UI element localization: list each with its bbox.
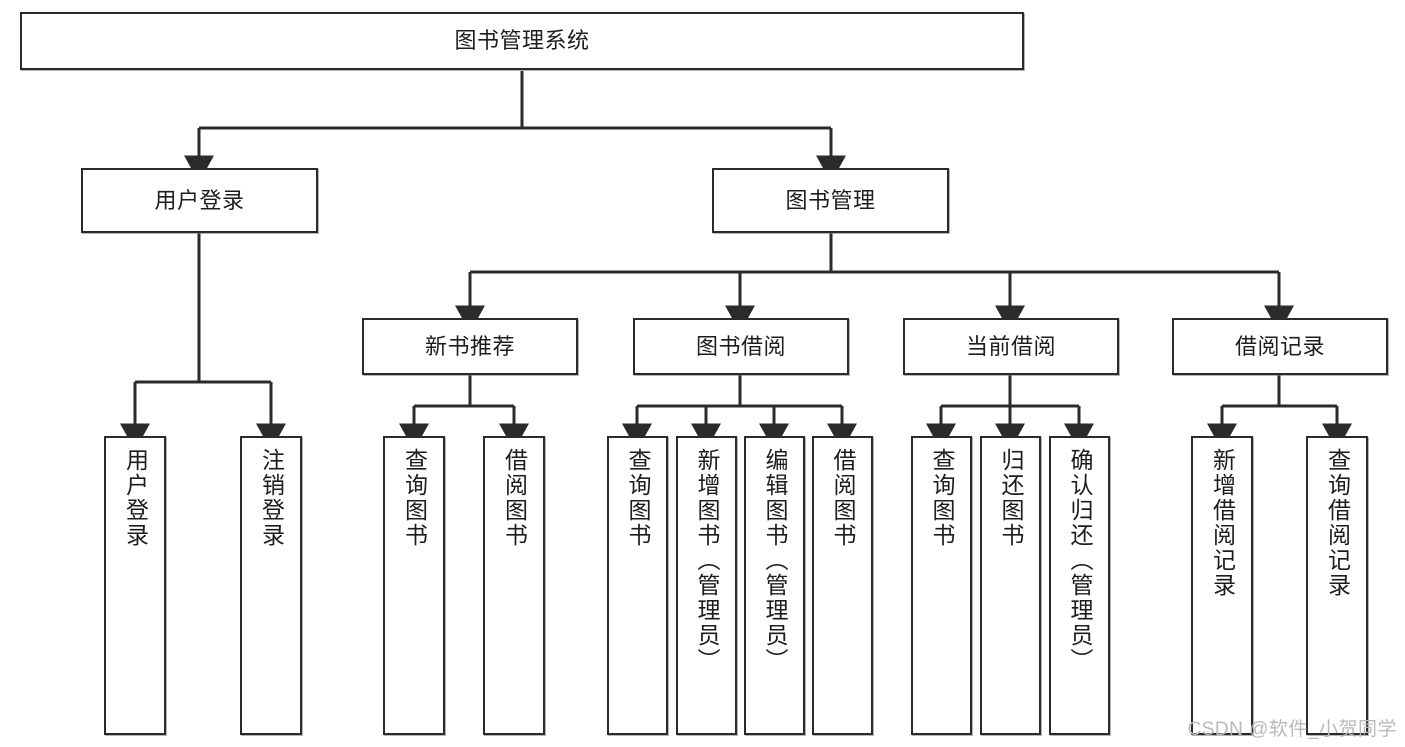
node-borrow-record[interactable]: 借阅记录	[1172, 318, 1388, 375]
node-label: 用户登录	[122, 448, 149, 548]
node-leaf-add-book[interactable]: 新增图书（管理员）	[676, 436, 737, 735]
node-label: 查询图书	[929, 448, 955, 548]
node-book-management[interactable]: 图书管理	[712, 168, 949, 233]
node-label: 查询图书	[625, 448, 651, 548]
watermark-text: CSDN @软件_小贺同学	[1187, 719, 1397, 740]
node-label: 确认归还（管理员）	[1067, 448, 1093, 673]
node-label: 查询图书	[401, 448, 428, 548]
node-leaf-borrow-book-1[interactable]: 借阅图书	[483, 436, 545, 735]
node-leaf-query-borrow-record[interactable]: 查询借阅记录	[1306, 436, 1368, 735]
node-label: 借阅记录	[1234, 333, 1325, 359]
node-leaf-query-book-3[interactable]: 查询图书	[911, 436, 972, 735]
node-current-borrow[interactable]: 当前借阅	[903, 318, 1119, 375]
node-leaf-user-login[interactable]: 用户登录	[104, 436, 166, 735]
node-leaf-return-book[interactable]: 归还图书	[980, 436, 1041, 735]
node-label: 图书管理系统	[454, 28, 590, 54]
node-user-login[interactable]: 用户登录	[81, 168, 318, 233]
node-label: 用户登录	[154, 187, 245, 213]
node-label: 借阅图书	[830, 448, 856, 548]
node-leaf-confirm-return[interactable]: 确认归还（管理员）	[1049, 436, 1110, 735]
node-label: 新增图书（管理员）	[694, 448, 720, 673]
node-label: 归还图书	[998, 448, 1024, 548]
node-leaf-query-book-1[interactable]: 查询图书	[383, 436, 445, 735]
node-label: 新书推荐	[424, 333, 515, 359]
node-leaf-edit-book[interactable]: 编辑图书（管理员）	[744, 436, 805, 735]
node-leaf-user-logout[interactable]: 注销登录	[240, 436, 302, 735]
node-leaf-add-borrow-record[interactable]: 新增借阅记录	[1191, 436, 1253, 735]
node-label: 新增借阅记录	[1209, 448, 1236, 598]
node-label: 注销登录	[258, 448, 285, 548]
node-new-book-recommend[interactable]: 新书推荐	[362, 318, 578, 375]
node-label: 查询借阅记录	[1324, 448, 1351, 598]
node-leaf-borrow-book-2[interactable]: 借阅图书	[812, 436, 873, 735]
node-book-borrow[interactable]: 图书借阅	[633, 318, 849, 375]
node-label: 编辑图书（管理员）	[762, 448, 788, 673]
node-label: 图书管理	[785, 187, 876, 213]
node-label: 借阅图书	[501, 448, 528, 548]
node-root-system[interactable]: 图书管理系统	[20, 12, 1024, 70]
node-label: 图书借阅	[695, 333, 786, 359]
node-leaf-query-book-2[interactable]: 查询图书	[607, 436, 668, 735]
node-label: 当前借阅	[965, 333, 1056, 359]
